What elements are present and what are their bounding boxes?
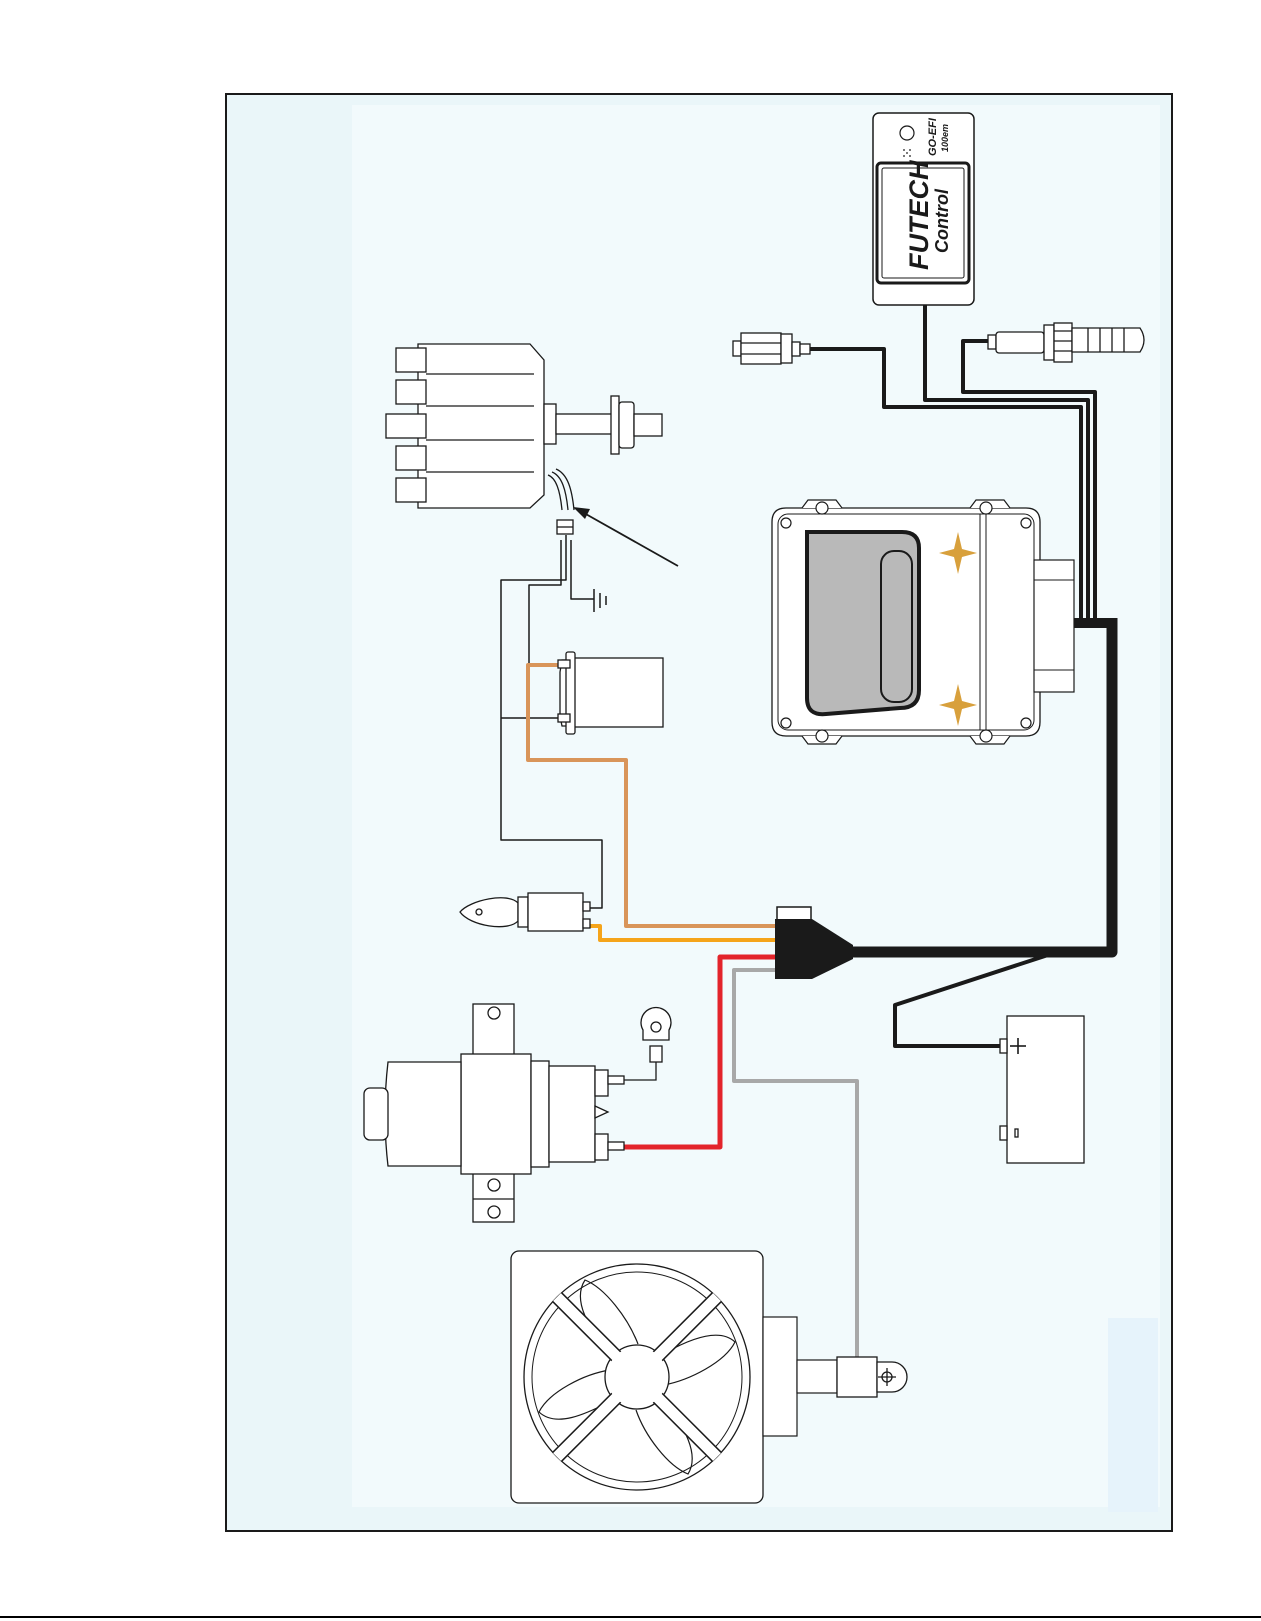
controller-brand: FUTECH: [904, 160, 934, 270]
controller-badge-line1: GO-EFI: [927, 117, 939, 156]
controller-badge-line2: 100em: [940, 124, 950, 152]
fan-connector-icon: [837, 1357, 907, 1397]
controller-model: Control: [932, 188, 952, 253]
ecu-module-icon: [772, 500, 1074, 744]
controller-icon: FUTECH Control GO-EFI 100em: [873, 113, 974, 305]
page-bottom-rule: [0, 1616, 1261, 1618]
controller-led-icon: [900, 126, 914, 140]
battery-icon: [1000, 1016, 1084, 1163]
side-tab: [1108, 1318, 1158, 1512]
ignition-coil-icon: [558, 652, 663, 734]
